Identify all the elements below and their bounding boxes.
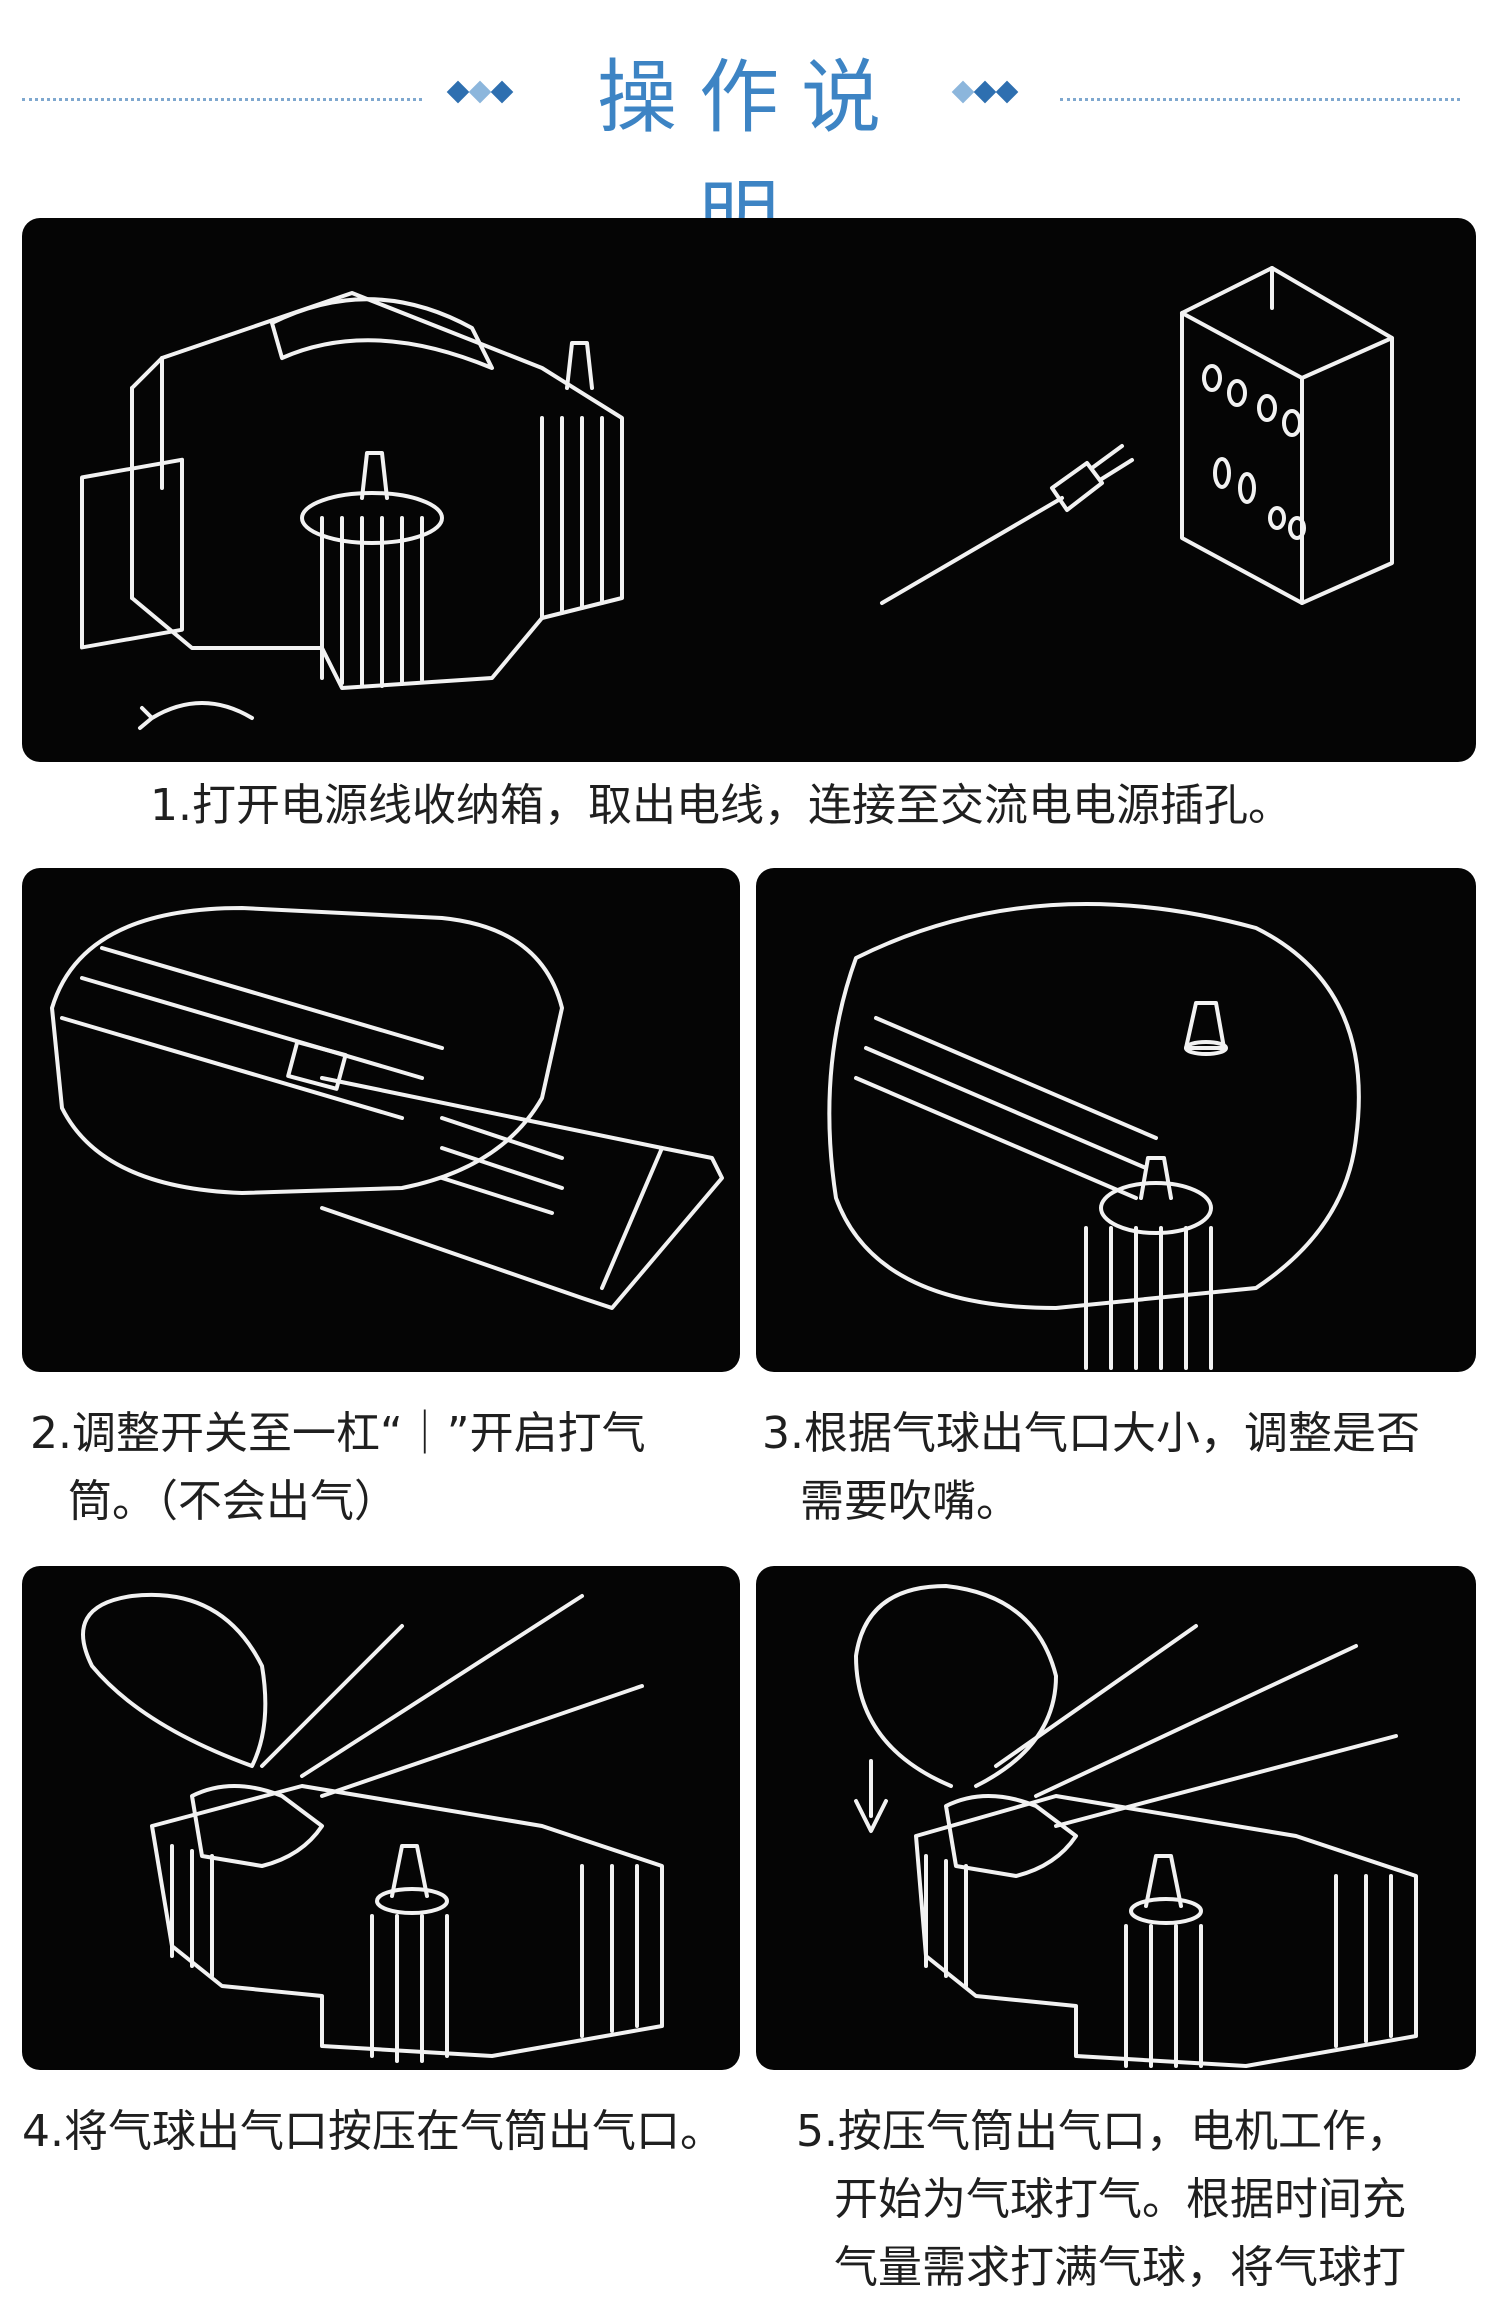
diamond-icon <box>951 80 975 104</box>
diamond-icon <box>973 80 997 104</box>
dotted-divider-right <box>1060 98 1460 101</box>
diamond-icon <box>995 80 1019 104</box>
air-pump-illustration <box>80 266 1394 730</box>
step2-illustration <box>22 868 740 1372</box>
diamond-icon <box>490 80 514 104</box>
wall-socket-illustration <box>1180 266 1394 605</box>
switch-hand-illustration <box>50 906 724 1310</box>
diamond-icon <box>446 80 470 104</box>
step5-caption-line2: 开始为气球打气。根据时间充 <box>834 2174 1406 2225</box>
step1-illustration <box>22 218 1476 762</box>
diamond-icon <box>468 80 492 104</box>
step4-caption: 4.将气球出气口按压在气筒出气口。 <box>22 2106 724 2157</box>
power-plug-illustration <box>880 444 1134 605</box>
step3-illustration <box>756 868 1476 1372</box>
page-title: 操作说明 <box>597 51 903 264</box>
balloon-hand-illustration <box>854 1584 1418 2068</box>
step5-caption-line1: 5.按压气筒出气口，电机工作， <box>796 2106 1410 2157</box>
diamond-ornament-left <box>446 80 514 104</box>
step1-caption: 1.打开电源线收纳箱，取出电线，连接至交流电电源插孔。 <box>150 780 1292 831</box>
diamond-ornament-right <box>951 80 1019 104</box>
step2-caption-line1: 2.调整开关至一杠“｜”开启打气 <box>30 1408 646 1459</box>
step3-caption-line2: 需要吹嘴。 <box>800 1476 1020 1527</box>
section-header: 操作说明 <box>0 38 1500 264</box>
down-arrow-icon <box>854 1759 888 1833</box>
dotted-divider-left <box>22 98 422 101</box>
balloon-hand-illustration <box>81 1592 664 2063</box>
nozzle-illustration <box>827 902 1361 1370</box>
step5-illustration <box>756 1566 1476 2070</box>
step3-caption-line1: 3.根据气球出气口大小，调整是否 <box>762 1408 1420 1459</box>
step5-caption-line3: 气量需求打满气球，将气球打 <box>834 2242 1406 2293</box>
step4-illustration <box>22 1566 740 2070</box>
step2-caption-line2: 筒。（不会出气） <box>68 1476 398 1527</box>
